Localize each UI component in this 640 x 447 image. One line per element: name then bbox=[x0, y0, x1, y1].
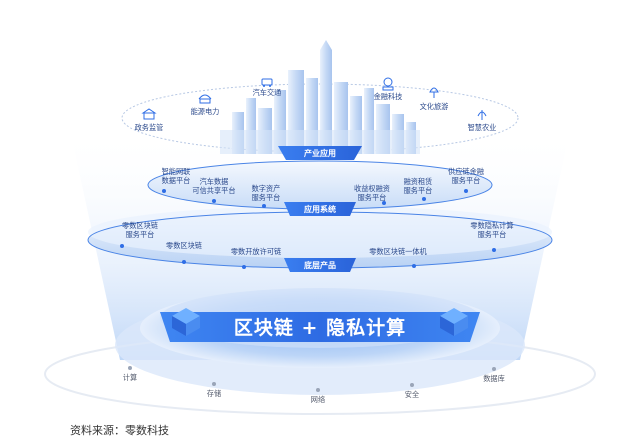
svg-text:数据库: 数据库 bbox=[483, 374, 505, 383]
top-tier-item: 智慧农业 bbox=[468, 110, 497, 132]
svg-text:网络: 网络 bbox=[311, 395, 325, 404]
top-tier-label: 文化旅游 bbox=[420, 102, 449, 111]
svg-text:融资租赁: 融资租赁 bbox=[404, 177, 433, 186]
top-tier-item: 金融科技 bbox=[374, 77, 403, 101]
middle-tier-item: 收益权融资 服务平台 bbox=[354, 184, 390, 205]
bottom-tier-item: 零数区块链 服务平台 bbox=[120, 221, 158, 248]
top-tier-label: 金融科技 bbox=[374, 92, 403, 101]
base-item: 安全 bbox=[405, 383, 420, 399]
svg-text:安全: 安全 bbox=[405, 390, 420, 399]
base-item: 存储 bbox=[207, 382, 221, 398]
node-dot bbox=[182, 260, 186, 264]
top-tier-badge: 产业应用 bbox=[278, 146, 362, 160]
node-dot bbox=[128, 366, 132, 370]
node-dot bbox=[464, 189, 468, 193]
middle-tier-ring bbox=[148, 161, 492, 209]
svg-text:服务平台: 服务平台 bbox=[452, 176, 481, 185]
svg-text:汽车数据: 汽车数据 bbox=[200, 177, 229, 186]
bottom-tier-item: 零数隐私计算 服务平台 bbox=[470, 221, 514, 252]
svg-text:服务平台: 服务平台 bbox=[126, 230, 155, 239]
middle-tier-item: 汽车数据 可信共享平台 bbox=[192, 177, 236, 203]
svg-text:零数区块链: 零数区块链 bbox=[122, 221, 158, 230]
svg-text:智能网联: 智能网联 bbox=[162, 167, 191, 176]
government-icon bbox=[141, 108, 157, 120]
top-tier-label: 汽车交通 bbox=[253, 88, 282, 97]
bottom-tier-item: 零数区块链一体机 bbox=[369, 247, 428, 268]
node-dot bbox=[212, 382, 216, 386]
top-tier-label: 政务监管 bbox=[135, 123, 164, 132]
svg-text:数据平台: 数据平台 bbox=[162, 176, 191, 185]
svg-text:零数隐私计算: 零数隐私计算 bbox=[470, 221, 513, 230]
node-dot bbox=[410, 383, 414, 387]
top-tier-label: 智慧农业 bbox=[468, 123, 497, 132]
base-item: 数据库 bbox=[483, 367, 505, 383]
bottom-tier-ring-top bbox=[88, 206, 552, 258]
svg-text:零数开放许可链: 零数开放许可链 bbox=[231, 247, 281, 256]
middle-tier-item: 数字资产 服务平台 bbox=[252, 184, 281, 208]
node-dot bbox=[212, 199, 216, 203]
svg-text:产业应用: 产业应用 bbox=[304, 148, 336, 158]
power-icon bbox=[198, 94, 212, 104]
svg-text:服务平台: 服务平台 bbox=[478, 230, 507, 239]
tourism-icon bbox=[429, 87, 439, 98]
svg-text:零数区块链: 零数区块链 bbox=[166, 241, 202, 250]
node-dot bbox=[412, 264, 416, 268]
node-dot bbox=[120, 244, 124, 248]
svg-text:收益权融资: 收益权融资 bbox=[354, 184, 390, 193]
svg-text:计算: 计算 bbox=[123, 373, 137, 382]
node-dot bbox=[492, 367, 496, 371]
top-tier-item: 汽车交通 bbox=[253, 78, 282, 97]
middle-tier-item: 融资租赁 服务平台 bbox=[404, 177, 433, 201]
svg-text:服务平台: 服务平台 bbox=[358, 193, 387, 202]
blockchain-cube-icon bbox=[172, 308, 200, 336]
bottom-tier-item: 零数区块链 bbox=[166, 241, 202, 264]
top-tier-item: 能源电力 bbox=[191, 94, 220, 116]
svg-text:存储: 存储 bbox=[207, 389, 221, 398]
top-tier-item: 文化旅游 bbox=[420, 87, 449, 111]
svg-text:供应链金融: 供应链金融 bbox=[448, 167, 484, 176]
svg-text:服务平台: 服务平台 bbox=[252, 193, 281, 202]
agriculture-icon bbox=[477, 110, 487, 120]
svg-text:数字资产: 数字资产 bbox=[252, 184, 281, 193]
svg-text:可信共享平台: 可信共享平台 bbox=[192, 186, 235, 195]
core-title: 区块链 + 隐私计算 bbox=[234, 316, 406, 339]
node-dot bbox=[262, 204, 266, 208]
middle-tier-item: 智能网联 数据平台 bbox=[162, 167, 191, 193]
svg-text:底层产品: 底层产品 bbox=[303, 260, 336, 270]
bottom-tier-item: 零数开放许可链 bbox=[231, 247, 281, 269]
middle-tier-badge: 应用系统 bbox=[284, 202, 356, 216]
top-tier-item: 政务监管 bbox=[135, 108, 164, 132]
core-title-bar bbox=[160, 312, 480, 342]
base-item: 计算 bbox=[123, 366, 137, 382]
node-dot bbox=[492, 248, 496, 252]
bottom-tier-badge: 底层产品 bbox=[284, 258, 356, 272]
node-dot bbox=[242, 265, 246, 269]
svg-text:应用系统: 应用系统 bbox=[304, 204, 336, 214]
svg-text:零数区块链一体机: 零数区块链一体机 bbox=[369, 247, 427, 256]
middle-tier-item: 供应链金融 服务平台 bbox=[448, 167, 484, 193]
node-dot bbox=[422, 197, 426, 201]
node-dot bbox=[316, 388, 320, 392]
car-icon bbox=[261, 78, 273, 87]
finance-icon bbox=[382, 77, 394, 91]
svg-text:服务平台: 服务平台 bbox=[404, 186, 433, 195]
base-item: 网络 bbox=[311, 388, 325, 404]
top-tier-label: 能源电力 bbox=[191, 107, 220, 116]
privacy-computing-cube-icon bbox=[440, 308, 468, 336]
node-dot bbox=[162, 189, 166, 193]
node-dot bbox=[382, 201, 386, 205]
source-note: 资料来源：零数科技 bbox=[70, 424, 169, 437]
